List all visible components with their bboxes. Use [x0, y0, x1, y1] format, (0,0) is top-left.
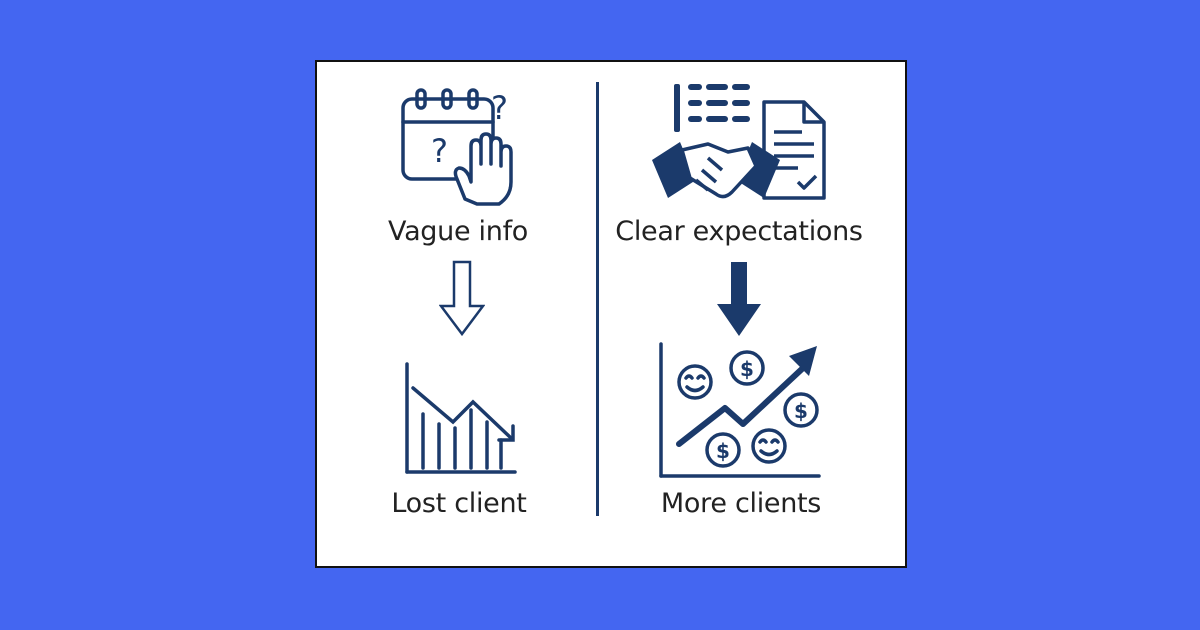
diagram-card: ? ? Vague info Lost client: [315, 60, 907, 568]
lost-client-label: Lost client: [391, 488, 527, 519]
svg-text:?: ?: [431, 132, 448, 170]
growth-chart-money-icon: $ $ $: [655, 338, 825, 483]
vague-info-label: Vague info: [387, 216, 529, 247]
clear-expectations-label: Clear expectations: [615, 216, 863, 247]
hollow-down-arrow-icon: [439, 260, 485, 338]
svg-text:$: $: [740, 357, 754, 381]
column-divider: [596, 82, 599, 516]
handshake-contract-icon: [652, 80, 832, 210]
calendar-question-hand-icon: ? ?: [395, 84, 520, 209]
svg-text:?: ?: [491, 89, 508, 127]
svg-text:$: $: [716, 439, 730, 463]
declining-chart-icon: [401, 360, 521, 478]
solid-down-arrow-icon: [715, 260, 763, 338]
more-clients-label: More clients: [660, 488, 822, 519]
svg-text:$: $: [794, 399, 808, 423]
